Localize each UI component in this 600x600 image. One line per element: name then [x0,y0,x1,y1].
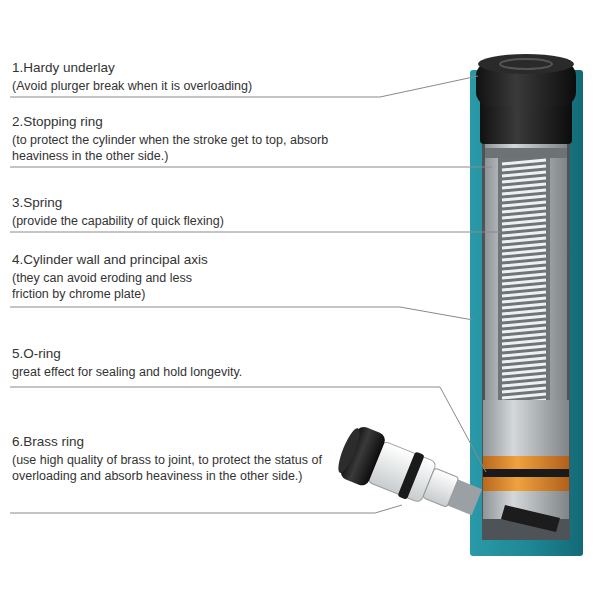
cylinder-body [470,70,583,556]
part-note: great effect for sealing and hold longev… [12,364,372,380]
cap-top [478,54,574,74]
part-name: 3.Spring [12,195,372,211]
spring [502,160,546,404]
brass-ring [483,477,569,491]
part-note: (they can avoid eroding and less frictio… [12,270,227,302]
leader-lines [10,76,500,513]
cap-groove [500,59,552,69]
cylinder-bore [482,100,570,540]
port-tube [501,505,560,532]
plunger-inner [498,158,550,413]
part-name: 1.Hardy underlay [12,60,372,76]
stopping-ring [485,148,567,158]
part-name: 4.Cylinder wall and principal axis [12,252,372,268]
brass-ring [483,456,569,469]
part-note: (provide the capability of quick flexing… [12,213,372,229]
part-name: 6.Brass ring [12,434,372,450]
part-name: 5.O-ring [12,346,372,362]
part-note: (Avoid plurger break when it is overload… [12,78,372,94]
piston [483,400,569,456]
o-ring [483,469,569,477]
part-name: 2.Stopping ring [12,114,372,130]
part-note: (use high quality of brass to joint, to … [12,452,322,484]
part-note: (to protect the cylinder when the stroke… [12,132,357,164]
coupler [333,422,487,528]
